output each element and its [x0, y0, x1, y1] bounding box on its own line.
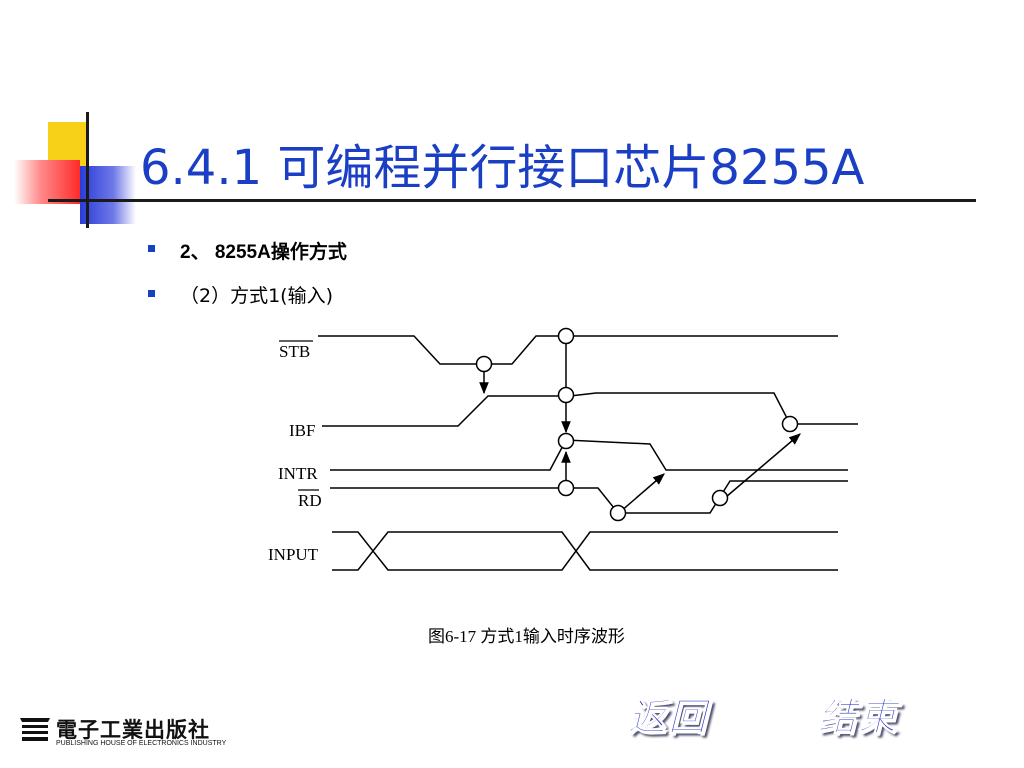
event-marker: [557, 479, 575, 497]
publisher-logo-icon: [20, 718, 50, 741]
signal-label-ibf: IBF: [289, 421, 315, 440]
event-marker: [781, 415, 799, 433]
intr-waveform: [330, 439, 848, 471]
bullet-marker: [148, 245, 155, 252]
decor-red-square: [14, 160, 80, 204]
arrow-rd-fall-to-intr: [619, 473, 665, 513]
signal-label-intr: INTR: [278, 464, 318, 483]
end-button[interactable]: 结束: [817, 694, 899, 740]
event-marker: [557, 386, 575, 404]
title-underline: [48, 199, 976, 202]
arrow-rd-rise-to-ibf: [725, 433, 801, 498]
event-marker: [711, 489, 729, 507]
back-button[interactable]: 返回: [627, 694, 709, 740]
ibf-waveform: [322, 392, 858, 427]
publisher-name-en: PUBLISHING HOUSE OF ELECTRONICS INDUSTRY: [56, 740, 227, 747]
signal-label-stb: STB: [279, 342, 310, 361]
bullet-marker: [148, 290, 155, 297]
page-title: 6.4.1 可编程并行接口芯片8255A: [140, 140, 865, 196]
event-marker: [609, 504, 627, 522]
decor-blue-square: [80, 166, 136, 224]
input-bus-waveform: [332, 531, 838, 571]
event-marker: [557, 327, 575, 345]
bullet-text-mode-1-input: （2）方式1(输入): [180, 285, 334, 307]
event-marker: [557, 432, 575, 450]
stb-waveform: [318, 335, 838, 365]
rd-waveform: [330, 480, 848, 514]
publisher-name-cn: 電子工業出版社: [56, 717, 210, 742]
event-marker: [475, 355, 493, 373]
decor-vertical-line: [86, 112, 89, 228]
signal-label-rd: RD: [298, 491, 322, 510]
signal-label-input: INPUT: [268, 545, 319, 564]
bullet-text-mode: 2、 8255A操作方式: [180, 242, 347, 263]
figure-caption: 图6-17 方式1输入时序波形: [428, 627, 625, 646]
